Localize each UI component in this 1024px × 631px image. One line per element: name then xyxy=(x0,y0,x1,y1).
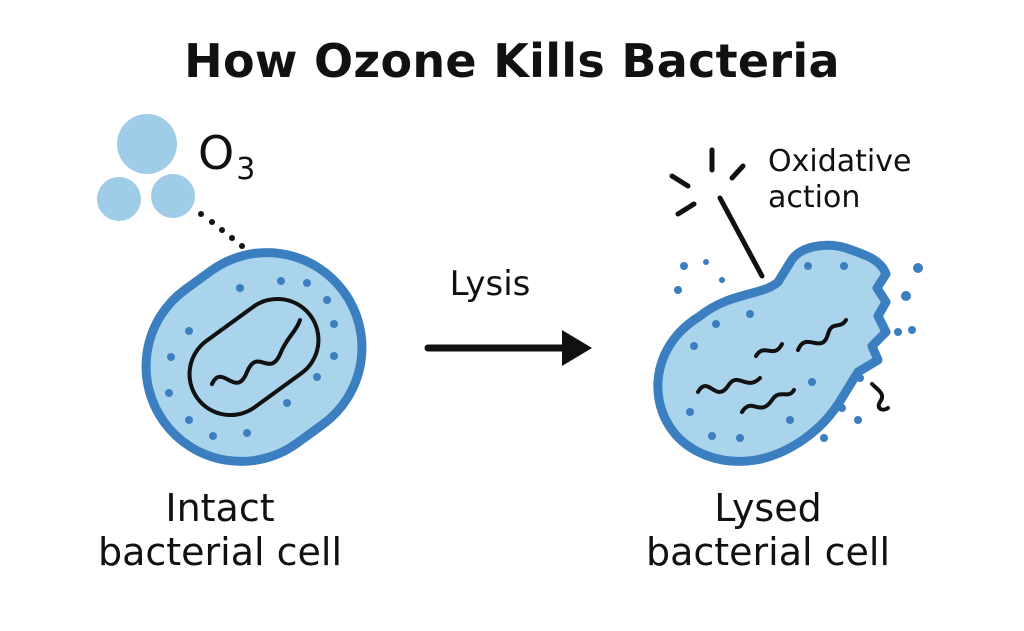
intact-cell-nucleoid xyxy=(187,296,321,418)
ozone-symbol: O xyxy=(198,126,235,180)
intact-cell-caption-line1: Intact xyxy=(165,486,275,530)
intact-cell-ribosomes xyxy=(165,277,338,440)
intact-cell-membrane xyxy=(141,248,367,466)
lysed-cell-caption-line1: Lysed xyxy=(714,486,822,530)
released-cell-contents xyxy=(674,259,923,442)
lysed-cell-membrane xyxy=(653,240,891,466)
ozone-subscript: 3 xyxy=(236,152,256,187)
lysed-cell-ribosomes xyxy=(686,262,848,442)
oxidative-action-line2: action xyxy=(768,180,861,215)
ozone-atom-left xyxy=(97,177,141,221)
lysis-label: Lysis xyxy=(449,264,531,304)
ozone-formula: O3 xyxy=(198,130,255,185)
intact-cell-caption: Intact bacterial cell xyxy=(70,486,370,574)
lysis-arrow xyxy=(424,330,592,366)
ozone-molecule-icon xyxy=(97,114,195,221)
lysed-bacterial-cell xyxy=(653,240,923,466)
oxidative-burst-icon xyxy=(669,147,765,279)
lysed-cell-caption: Lysed bacterial cell xyxy=(618,486,918,574)
lysed-cell-caption-line2: bacterial cell xyxy=(645,530,891,574)
lysed-cell-dna-fragments xyxy=(696,318,890,414)
diagram-title: How Ozone Kills Bacteria xyxy=(184,34,840,88)
intact-bacterial-cell xyxy=(141,248,367,466)
intact-cell-dna-strand xyxy=(210,318,302,386)
intact-cell-caption-line2: bacterial cell xyxy=(97,530,343,574)
ozone-atom-right xyxy=(151,174,195,218)
oxidative-action-line1: Oxidative xyxy=(768,144,912,179)
ozone-atom-top xyxy=(117,114,177,174)
oxidative-action-label: Oxidative action xyxy=(768,144,911,216)
